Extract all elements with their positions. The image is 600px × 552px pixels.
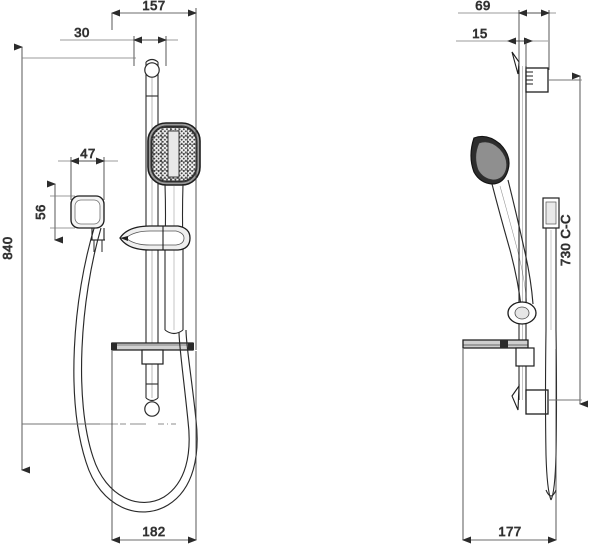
side-view-dimensions: 69 15 730 C-C 177	[456, 0, 588, 544]
bottom-wall-bracket	[144, 383, 160, 417]
handheld-shower-head-front	[147, 122, 201, 186]
dim-56-label: 56	[33, 204, 48, 219]
dim-182-label: 182	[142, 524, 165, 539]
dim-30-label: 30	[74, 25, 89, 40]
handheld-shower-side	[470, 135, 534, 307]
front-view-dimensions: 157 30 47 56 840 182	[0, 0, 197, 544]
shower-hose-front	[73, 224, 198, 513]
front-view	[70, 58, 201, 513]
dim-15-label: 15	[472, 26, 487, 41]
dim-840-label: 840	[0, 236, 15, 259]
sliding-holder-front	[119, 225, 191, 251]
top-wall-bracket-side	[511, 51, 549, 93]
wall-outlet-elbow-front	[70, 195, 105, 252]
soap-shelf-side	[462, 339, 535, 367]
bottom-wall-bracket-side	[511, 384, 549, 415]
top-wall-bracket	[144, 62, 160, 97]
dim-157-label: 157	[142, 0, 165, 13]
dim-177-label: 177	[498, 524, 521, 539]
sliding-holder-side	[507, 301, 537, 325]
dim-69-label: 69	[475, 0, 490, 13]
soap-shelf-front	[111, 342, 194, 365]
centre-lines	[22, 79, 580, 425]
dim-47-label: 47	[80, 146, 95, 161]
dim-730-label: 730 C-C	[558, 214, 573, 266]
